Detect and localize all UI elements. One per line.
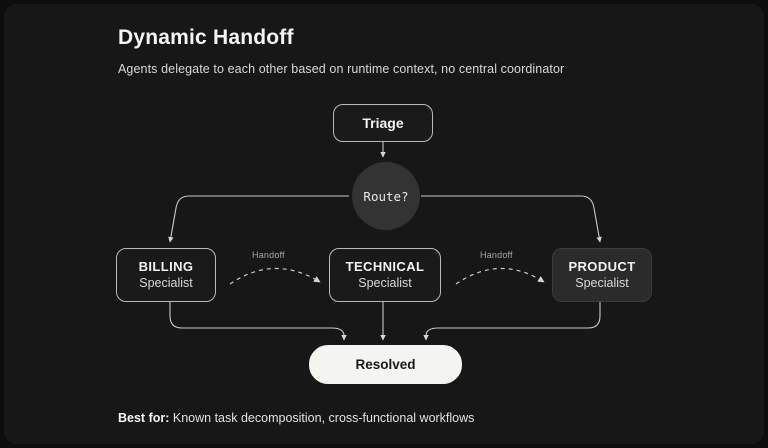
node-technical-role: TECHNICAL — [345, 258, 425, 274]
node-route-decision[interactable]: Route? — [352, 162, 420, 230]
node-technical-specialist[interactable]: TECHNICAL Specialist — [329, 248, 441, 302]
page-subtitle: Agents delegate to each other based on r… — [118, 62, 565, 76]
page-title: Dynamic Handoff — [118, 26, 294, 49]
edge-handoff-technical-product — [455, 267, 545, 285]
node-product-specialist[interactable]: PRODUCT Specialist — [552, 248, 652, 302]
edge-route-to-product — [421, 195, 602, 243]
diagram-edges — [168, 142, 602, 341]
node-billing-sub: Specialist — [139, 276, 193, 290]
node-triage[interactable]: Triage — [333, 104, 433, 142]
diagram-card: Dynamic Handoff Agents delegate to each … — [4, 4, 764, 444]
edge-handoff-billing-technical — [229, 267, 321, 285]
edge-label-handoff-left: Handoff — [252, 250, 285, 260]
node-route-label: Route? — [363, 188, 409, 204]
node-resolved-label: Resolved — [355, 357, 416, 372]
footer-text: Known task decomposition, cross-function… — [172, 411, 475, 425]
node-triage-label: Triage — [362, 115, 404, 131]
node-product-role: PRODUCT — [568, 258, 636, 274]
node-product-sub: Specialist — [575, 276, 629, 290]
footer-prefix: Best for: — [118, 411, 170, 425]
node-technical-sub: Specialist — [358, 276, 412, 290]
edge-product-to-resolved — [423, 302, 601, 341]
edge-billing-to-resolved — [169, 302, 347, 341]
footer-best-for: Best for: Known task decomposition, cros… — [118, 411, 474, 425]
node-billing-specialist[interactable]: BILLING Specialist — [116, 248, 216, 302]
node-billing-role: BILLING — [138, 258, 194, 274]
node-resolved[interactable]: Resolved — [309, 345, 462, 384]
edge-label-handoff-right: Handoff — [480, 250, 513, 260]
edge-route-to-billing — [168, 195, 349, 243]
